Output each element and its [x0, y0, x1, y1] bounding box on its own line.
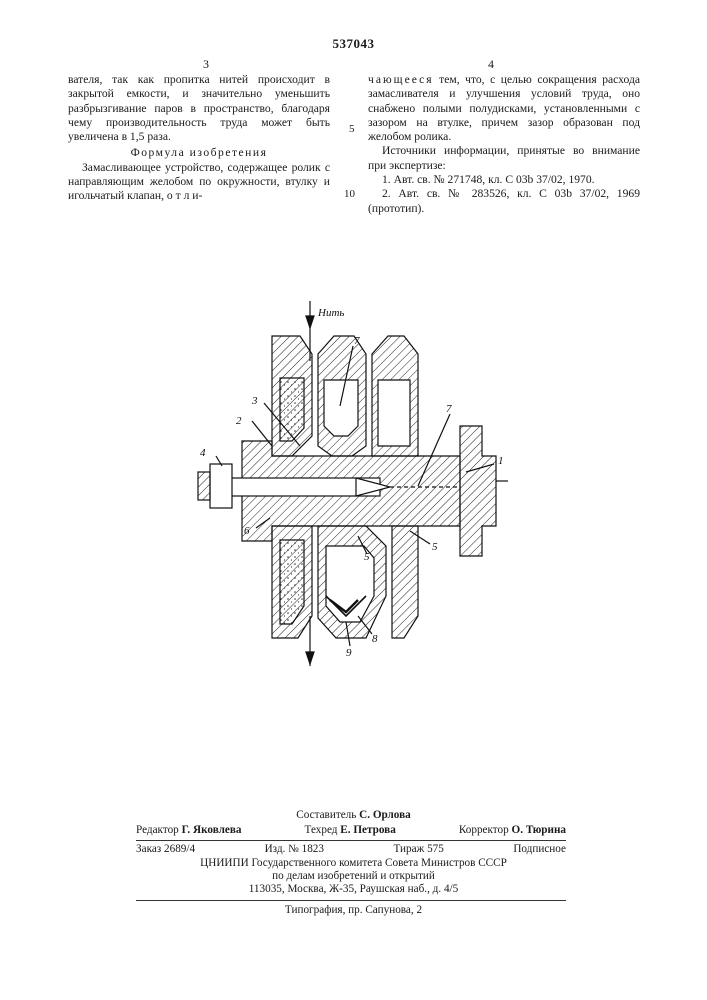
thread-label: Нить [317, 307, 344, 319]
compiler-name: С. Орлова [359, 809, 411, 821]
right-column: чающееся тем, что, с целью сокращения ра… [368, 73, 640, 216]
patent-number: 537043 [0, 36, 707, 52]
left-column-number: 3 [203, 57, 209, 72]
left-paragraph-continuation: вателя, так как пропитка нитей происходи… [68, 73, 330, 144]
sources-intro: Источники информации, принятые во вниман… [368, 144, 640, 173]
editor-name: Г. Яковлева [182, 824, 242, 836]
label-1: 1 [498, 455, 504, 467]
techred-name: Е. Петрова [340, 824, 396, 836]
footer-divider-2 [136, 900, 566, 901]
editors-line: Редактор Г. Яковлева Техред Е. Петрова К… [136, 824, 566, 838]
label-2: 2 [236, 415, 242, 427]
order-number: Заказ 2689/4 [136, 843, 195, 857]
line-number-5: 5 [349, 123, 355, 135]
source-1: 1. Авт. св. № 271748, кл. С 03b 37/02, 1… [368, 173, 640, 187]
label-6: 6 [244, 525, 250, 537]
claims-heading: Формула изобретения [68, 146, 330, 160]
circulation: Тираж 575 [393, 843, 443, 857]
corrector-name: О. Тюрина [512, 824, 566, 836]
org-line-1: ЦНИИПИ Государственного комитета Совета … [0, 857, 707, 871]
label-7-top: 7 [354, 335, 360, 347]
editor-label: Редактор [136, 824, 179, 836]
org-line-2: по делам изобретений и открытий [0, 870, 707, 884]
corrector-label: Корректор [459, 824, 509, 836]
device-drawing: Нить 7 3 2 4 7 1 6 5 5 8 9 [160, 296, 560, 672]
left-column: вателя, так как пропитка нитей происходи… [68, 73, 330, 204]
footer-divider-1 [136, 840, 566, 841]
org-address: 113035, Москва, Ж-35, Раушская наб., д. … [0, 883, 707, 897]
line-number-10: 10 [344, 188, 355, 200]
label-3: 3 [251, 395, 258, 407]
techred-label: Техред [305, 824, 338, 836]
claim-text: Замасливающее устройство, содержащее рол… [68, 161, 330, 204]
label-5-center: 5 [364, 551, 370, 563]
thread-arrow-top [306, 316, 314, 328]
label-9: 9 [346, 647, 352, 659]
thread-arrow-bottom [306, 652, 314, 664]
label-7-right: 7 [446, 403, 452, 415]
compiler-line: Составитель С. Орлова [0, 809, 707, 823]
right-column-number: 4 [488, 57, 494, 72]
edition-number: Изд. № 1823 [265, 843, 324, 857]
source-2: 2. Авт. св. № 283526, кл. С 03b 37/02, 1… [368, 187, 640, 216]
label-4: 4 [200, 447, 206, 459]
subscription: Подписное [513, 843, 566, 857]
label-8: 8 [372, 633, 378, 645]
printer-line: Типография, пр. Сапунова, 2 [0, 904, 707, 918]
publication-line: Заказ 2689/4 Изд. № 1823 Тираж 575 Подпи… [136, 843, 566, 857]
label-5-right: 5 [432, 541, 438, 553]
claim-spaced-word: чающееся [368, 73, 434, 86]
compiler-label: Составитель [296, 809, 356, 821]
